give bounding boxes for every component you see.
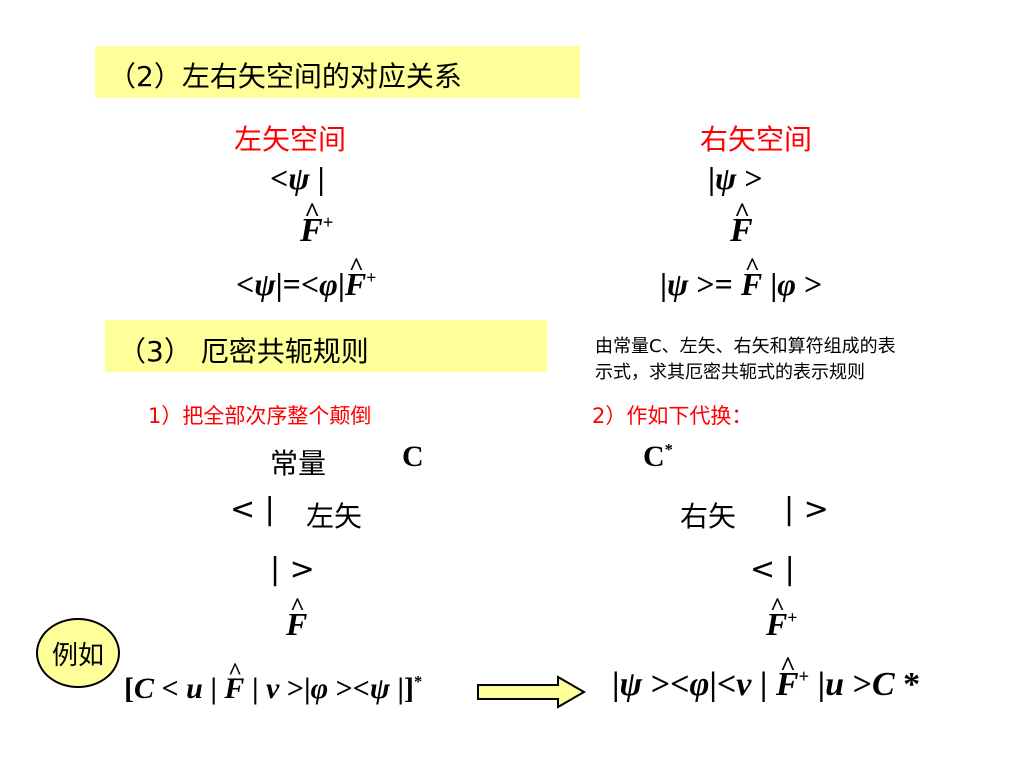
operator-f-right: F: [730, 212, 753, 250]
example-expression: [C < u | F | v >|φ ><ψ |]*: [124, 672, 422, 706]
section3-description-line1: 由常量C、左矢、右矢和算符组成的表: [595, 336, 896, 357]
bra-glyph-right: < |: [750, 552, 795, 587]
section2-title: （2）左右矢空间的对应关系: [108, 60, 462, 93]
ket-glyph-left: | >: [270, 552, 315, 587]
rule-1: 1）把全部次序整个颠倒: [148, 404, 372, 428]
constant-label: 常量: [270, 447, 327, 480]
operator-f-table: F: [286, 606, 307, 643]
bra-relation: <ψ|=<φ|F+: [236, 266, 376, 303]
ket-label: 右矢: [680, 500, 737, 533]
ket-psi: |ψ >: [708, 160, 763, 196]
section2-header-box: [95, 46, 580, 98]
bra-psi: <ψ |: [270, 160, 325, 196]
ket-glyph-right: | >: [784, 492, 829, 527]
conj-symbol: C: [643, 440, 665, 473]
rule-2: 2）作如下代换：: [592, 404, 753, 428]
example-label: 例如: [51, 640, 104, 671]
section3-header-box: [105, 320, 547, 372]
constant-conjugate: C*: [643, 440, 673, 474]
example-oval: 例如: [36, 618, 120, 688]
left-space-label: 左矢空间: [234, 123, 347, 156]
right-space-label: 右矢空间: [700, 123, 813, 156]
operator-f-dagger-table: F+: [766, 606, 797, 643]
constant-symbol: C: [402, 440, 424, 473]
bra-label: 左矢: [306, 500, 363, 533]
conj-sup: *: [664, 440, 673, 459]
ket-relation: |ψ >= F |φ >: [660, 266, 822, 303]
section3-description-line2: 示式，求其厄密共轭式的表示规则: [595, 362, 865, 383]
section3-title: （3） 厄密共轭规则: [118, 335, 369, 368]
operator-f-dagger-left: F+: [300, 212, 333, 250]
transform-arrow: [477, 675, 587, 709]
example-result: |ψ ><φ|<v | F+ |u >C *: [612, 666, 920, 704]
bra-glyph-left: < |: [230, 492, 275, 527]
